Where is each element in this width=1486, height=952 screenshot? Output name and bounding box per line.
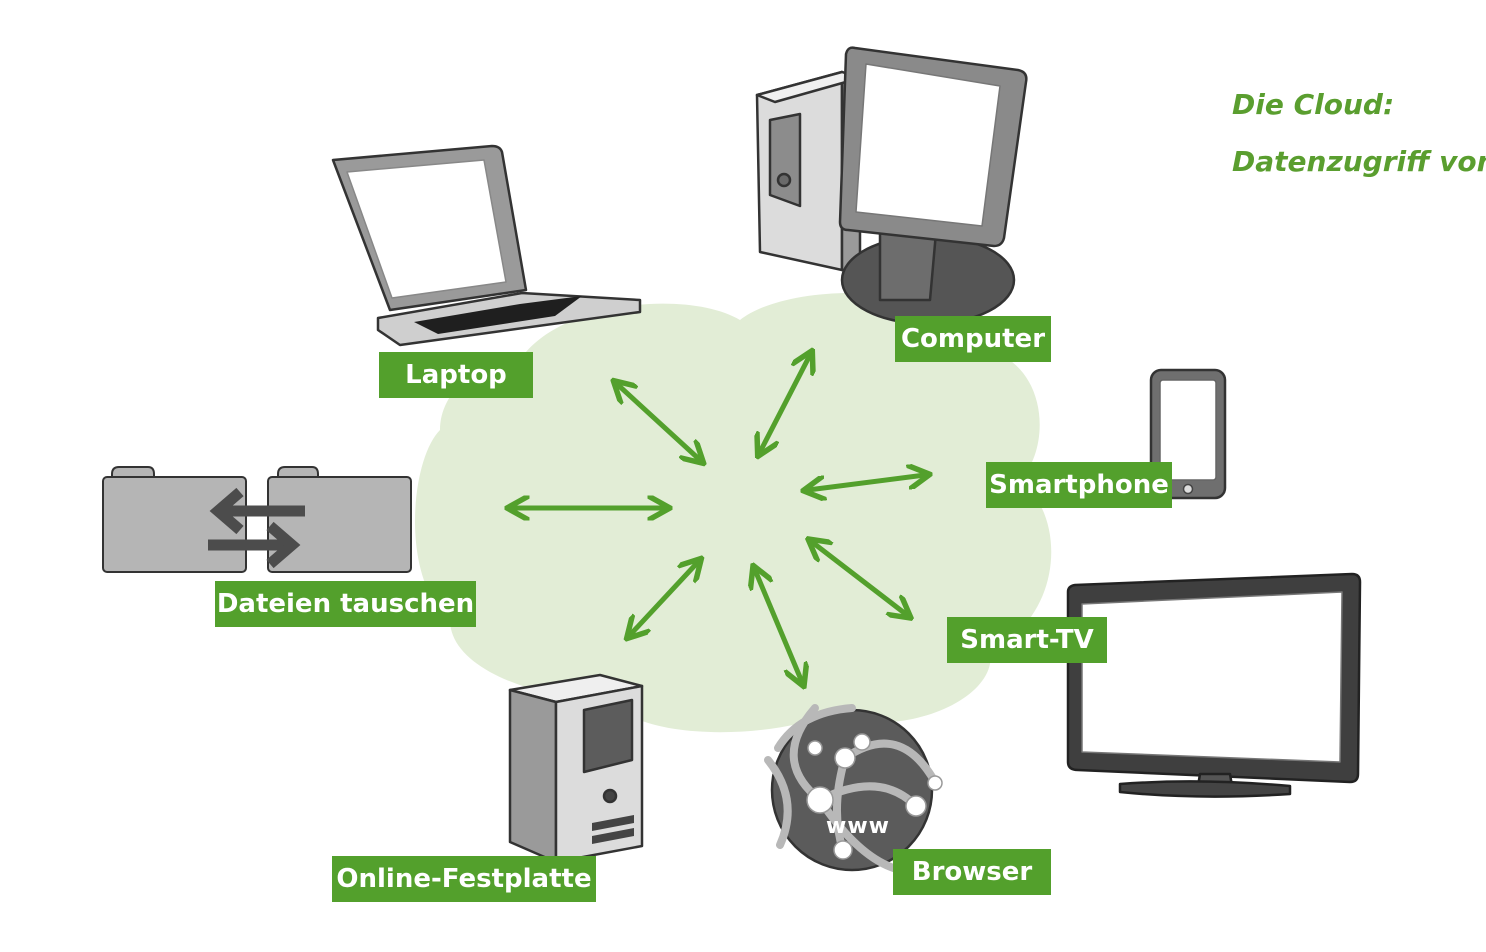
server-tower-icon	[508, 673, 644, 864]
label-computer: Computer	[895, 316, 1051, 362]
globe-www-text: www	[826, 814, 890, 839]
title-line-2: Datenzugriff von	[1232, 145, 1486, 178]
laptop-icon	[331, 144, 642, 347]
label-smartphone: Smartphone	[986, 462, 1172, 508]
globe-icon	[764, 704, 943, 874]
label-online-storage: Online-Festplatte	[332, 856, 596, 902]
label-browser: Browser	[893, 849, 1051, 895]
arrow-smartphone	[808, 475, 925, 490]
arrow-computer	[760, 355, 810, 452]
label-file-exchange: Dateien tauschen	[215, 581, 476, 627]
arrow-smarttv	[812, 542, 907, 615]
desktop-computer-icon	[755, 46, 1028, 326]
arrow-laptop	[617, 384, 700, 460]
arrow-browser	[755, 570, 802, 682]
cloud-shape	[415, 292, 1052, 733]
label-smart-tv: Smart-TV	[947, 617, 1107, 663]
title-line-1: Die Cloud:	[1232, 88, 1395, 121]
arrow-storage	[630, 562, 698, 635]
tv-icon	[1066, 572, 1362, 798]
label-laptop: Laptop	[379, 352, 533, 398]
folder-exchange-icon	[102, 466, 412, 573]
arrows	[512, 355, 925, 682]
